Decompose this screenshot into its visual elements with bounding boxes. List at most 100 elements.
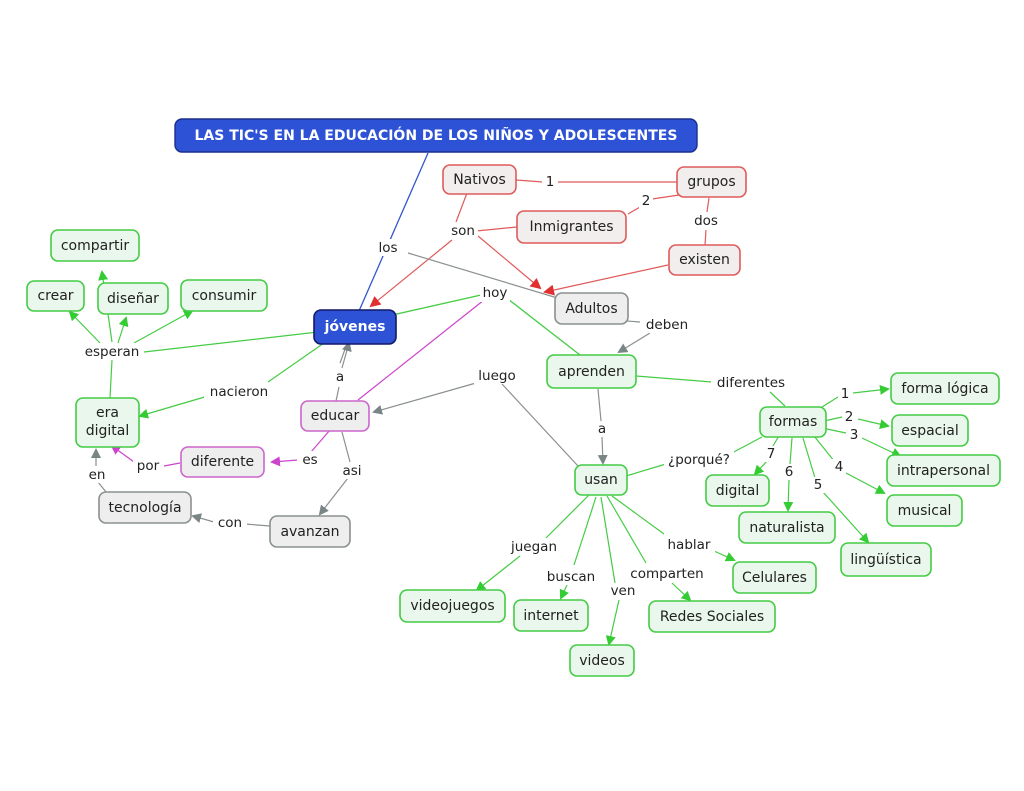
link-label-f2: 2 <box>845 409 854 425</box>
redes-sociales-node[interactable]: Redes Sociales <box>648 600 776 633</box>
grupos-node[interactable]: grupos <box>676 166 747 198</box>
title-node[interactable]: LAS TIC'S EN LA EDUCACIÓN DE LOS NIÑOS Y… <box>174 118 698 153</box>
line-usan-ven <box>600 496 616 584</box>
link-label-comparten: comparten <box>630 566 703 582</box>
existen-node[interactable]: existen <box>668 244 741 276</box>
link-label-luego: luego <box>478 368 515 384</box>
link-label-porque: ¿porqué? <box>668 452 730 468</box>
espacial-node[interactable]: espacial <box>891 414 969 447</box>
link-label-f5: 5 <box>814 477 823 493</box>
avanzan-label: avanzan <box>280 524 339 540</box>
era-digital-node[interactable]: era digital <box>75 397 140 448</box>
line-title-jovenes <box>358 152 429 312</box>
line-diferente-por <box>163 462 181 467</box>
link-label-a-jovenes: a <box>336 369 344 385</box>
link-label-asi: asi <box>342 463 361 479</box>
consumir-box <box>180 279 268 312</box>
compartir-node[interactable]: compartir <box>50 229 140 262</box>
link-label-con: con <box>218 515 242 531</box>
arrow-son-adultos <box>477 235 542 290</box>
arrow-2-espacial <box>857 418 890 430</box>
naturalista-label: naturalista <box>749 520 824 536</box>
adultos-box <box>554 292 629 325</box>
line-nativos-1 <box>515 179 544 183</box>
existen-label: existen <box>679 252 730 268</box>
arrow-1-forma-logica <box>852 384 890 395</box>
usan-node[interactable]: usan <box>574 464 628 496</box>
line-nativos-son <box>455 192 468 223</box>
line-avanzan-con <box>244 523 271 527</box>
line-usan-comparten <box>606 495 647 564</box>
consumir-node[interactable]: consumir <box>180 279 268 312</box>
formas-box <box>759 406 827 438</box>
linguistica-node[interactable]: lingüística <box>840 542 932 577</box>
aprenden-node[interactable]: aprenden <box>546 354 637 389</box>
videos-box <box>569 644 635 677</box>
line-usan-buscan <box>573 496 597 566</box>
line-educar-es <box>310 429 331 453</box>
inmigrantes-node[interactable]: Inmigrantes <box>516 210 627 244</box>
intrapersonal-label: intrapersonal <box>897 463 990 479</box>
link-label-f6: 6 <box>785 464 794 480</box>
line-aprenden-diferentes <box>635 375 713 383</box>
link-label-esperan: esperan <box>85 344 140 360</box>
line-usan-hablar <box>611 495 665 535</box>
inmigrantes-box <box>516 210 627 244</box>
nativos-node[interactable]: Nativos <box>442 164 517 195</box>
usan-label: usan <box>584 472 618 488</box>
line-dos-existen <box>704 229 707 246</box>
jovenes-node[interactable]: jóvenes <box>313 309 397 345</box>
link-label-por: por <box>137 458 160 474</box>
musical-node[interactable]: musical <box>886 494 963 527</box>
link-label-deben: deben <box>646 317 688 333</box>
link-label-hablar: hablar <box>668 537 711 553</box>
grupos-label: grupos <box>687 174 735 190</box>
line-los-adultos <box>407 252 565 301</box>
line-jovenes-esperan <box>143 331 319 353</box>
line-jovenes-nacieron <box>267 342 325 383</box>
disenar-node[interactable]: diseñar <box>97 282 169 315</box>
jovenes-box <box>313 309 397 345</box>
arrow-esperan-consumir <box>133 310 194 344</box>
arrow-existen-adultos <box>543 264 669 296</box>
line-aprenden-a <box>597 388 602 422</box>
linguistica-box <box>840 542 932 577</box>
espacial-box <box>891 414 969 447</box>
videos-node[interactable]: videos <box>569 644 635 677</box>
crear-node[interactable]: crear <box>26 280 85 312</box>
formas-node[interactable]: formas <box>759 406 827 438</box>
redes-sociales-box <box>648 600 776 633</box>
videojuegos-node[interactable]: videojuegos <box>399 589 506 623</box>
diferente-node[interactable]: diferente <box>180 446 265 478</box>
avanzan-node[interactable]: avanzan <box>269 515 351 548</box>
crear-label: crear <box>37 288 73 304</box>
era-digital-box <box>75 397 140 448</box>
celulares-node[interactable]: Celulares <box>732 561 817 594</box>
adultos-node[interactable]: Adultos <box>554 292 629 325</box>
link-label-buscan: buscan <box>547 569 595 585</box>
redes-sociales-label: Redes Sociales <box>660 609 764 625</box>
line-hoy-educar <box>357 299 485 401</box>
era-digital-label-1: era <box>96 405 119 421</box>
videos-label: videos <box>579 653 625 669</box>
naturalista-node[interactable]: naturalista <box>738 511 836 544</box>
forma-logica-label: forma lógica <box>901 381 988 397</box>
link-label-diferentes: diferentes <box>717 375 785 391</box>
tecnologia-node[interactable]: tecnología <box>98 491 192 524</box>
arrow-por-era <box>110 444 135 463</box>
educar-node[interactable]: educar <box>300 400 370 432</box>
arrow-juegan-videojuegos <box>475 555 521 592</box>
arrow-a-usan <box>597 436 608 465</box>
link-label-f1: 1 <box>841 386 850 402</box>
internet-node[interactable]: internet <box>513 599 589 632</box>
compartir-box <box>50 229 140 262</box>
digital-node[interactable]: digital <box>705 474 770 507</box>
arrow-buscan-internet <box>559 584 569 600</box>
arrow-esperan-disenar <box>117 316 129 344</box>
forma-logica-node[interactable]: forma lógica <box>890 372 1000 405</box>
link-label-es: es <box>302 452 317 468</box>
intrapersonal-node[interactable]: intrapersonal <box>886 454 1001 487</box>
era-digital-label-2: digital <box>86 423 130 439</box>
line-usan-juegan <box>545 493 591 539</box>
musical-label: musical <box>898 503 952 519</box>
